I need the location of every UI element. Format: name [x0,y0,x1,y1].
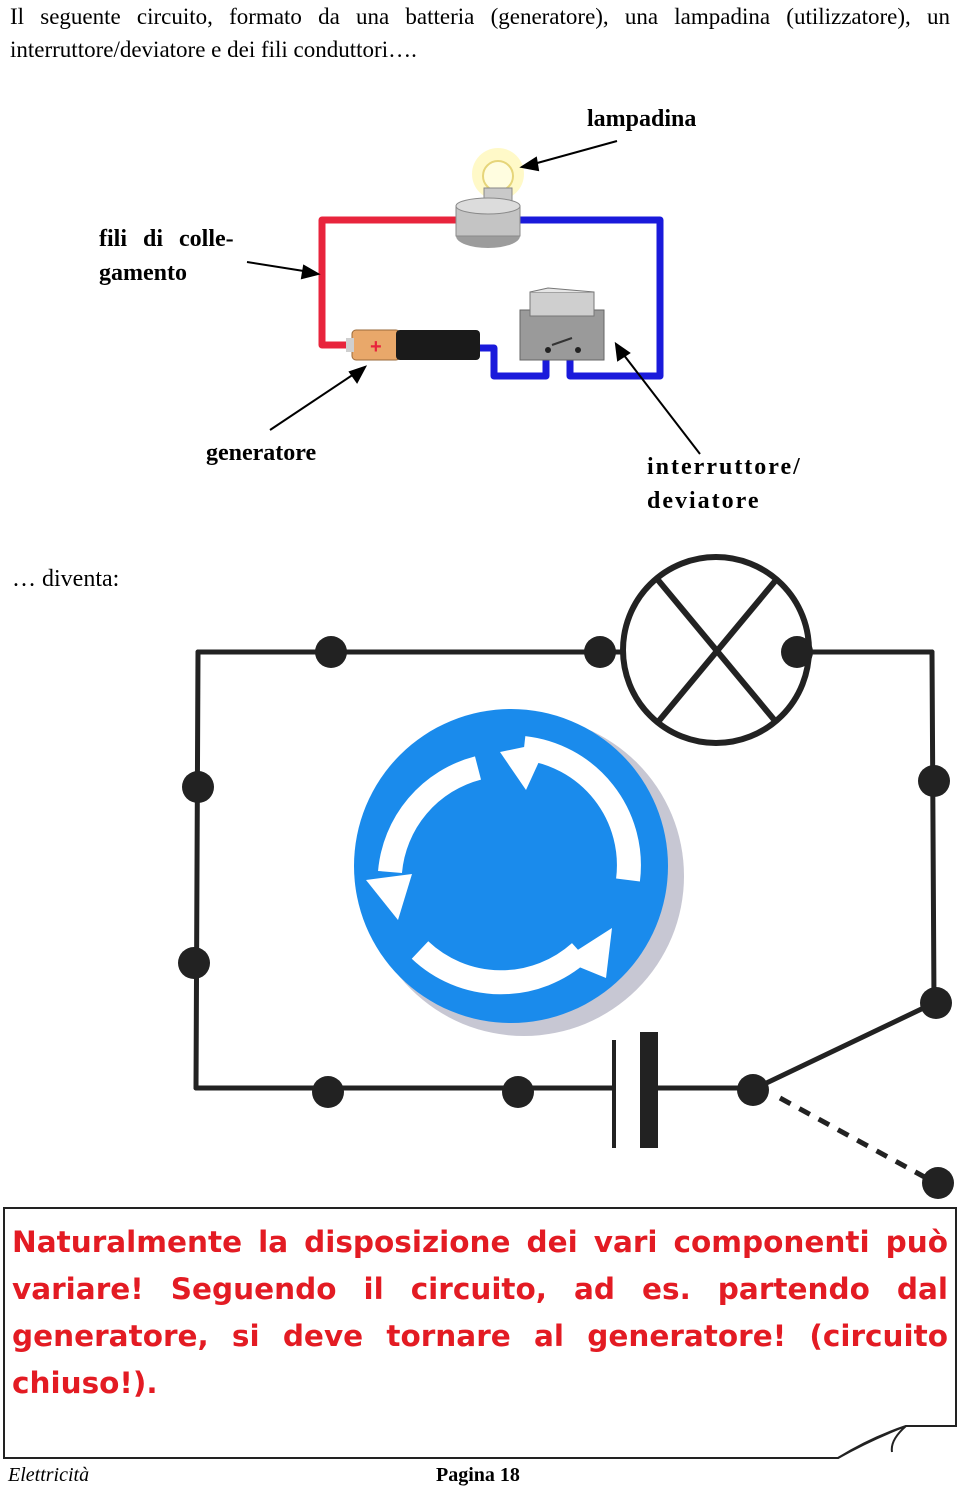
footer-page-number: Pagina 18 [436,1464,520,1486]
battery-plus-sign: + [370,336,382,358]
intro-text: Il seguente circuito, formato da una bat… [10,4,950,62]
real-circuit-illustration: + [246,140,701,455]
label-lamp: lampadina [587,106,697,132]
lamp-photo [455,148,524,248]
footer-section: Elettricità [8,1464,90,1486]
label-wires-line2: gamento [99,260,187,286]
red-wire [318,216,462,349]
label-wires: fili di colle- gamento [99,222,234,290]
blue-wire-battery [478,344,550,380]
transition-text: … diventa: [12,566,120,592]
label-switch-line1: interruttore/ [647,454,802,480]
label-switch-line2: deviatore [647,488,761,514]
note-text: Naturalmente la disposizione dei vari co… [12,1225,948,1400]
label-switch: interruttore/ deviatore [647,450,802,518]
battery-photo [346,329,480,361]
switch-photo [519,287,605,361]
blue-wire [513,216,664,380]
label-wires-line1: fili di colle- [99,226,234,252]
label-generator: generatore [206,440,317,466]
